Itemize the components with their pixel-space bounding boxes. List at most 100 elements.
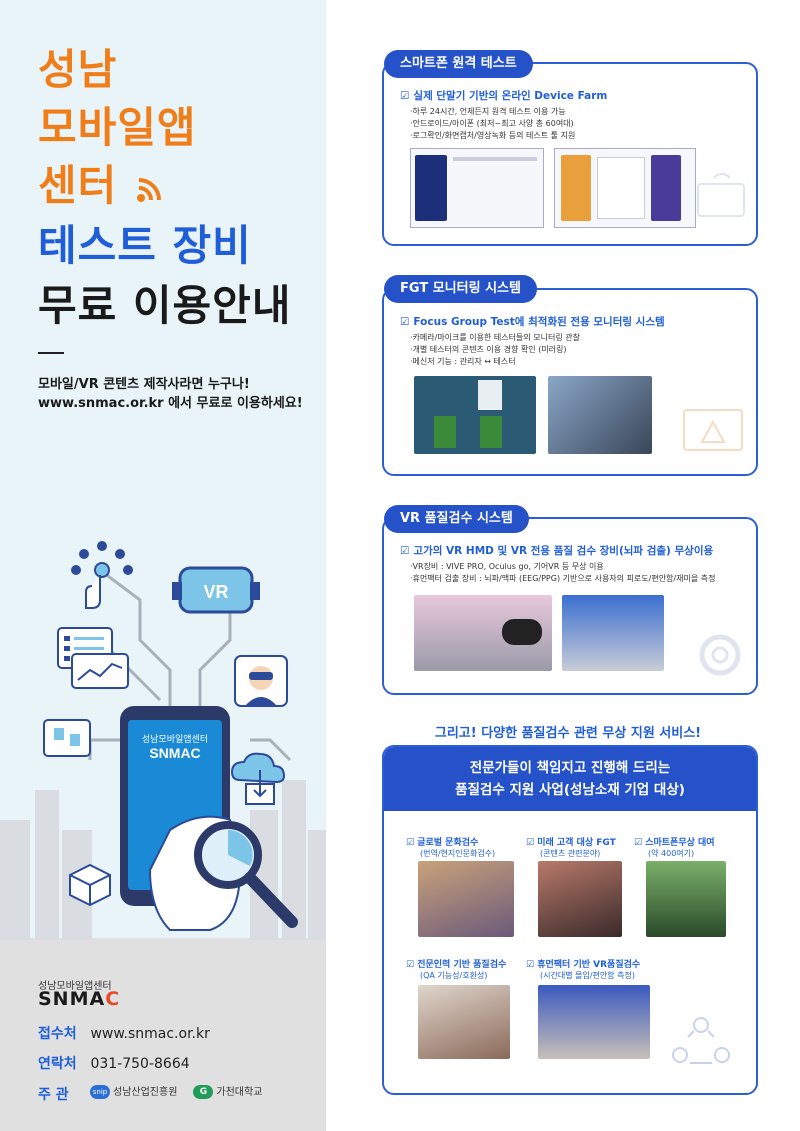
testers-photo xyxy=(548,376,652,454)
mobile-testing-illustration: VR 성남모바일앱센터 SNMAC xyxy=(0,541,326,940)
vr-testing-room-photo xyxy=(562,595,664,671)
service-title-text: 휴먼팩터 기반 VR품질검수 xyxy=(537,960,641,970)
vr-label: VR xyxy=(203,582,228,602)
card-2-pill: FGT 모니터링 시스템 xyxy=(384,275,537,303)
service-photo xyxy=(538,861,622,937)
card-1-heading-text: 실제 단말기 기반의 온라인 Device Farm xyxy=(413,90,608,102)
card-1-bullet: ·안드로이드/아이폰 (최저~최고 사양 총 60여대) xyxy=(410,119,574,128)
card-vr-quality: ☑고가의 VR HMD 및 VR 전용 품질 검수 장비(뇌파 검출) 무상이용… xyxy=(382,517,758,695)
logo-accent-letter: C xyxy=(105,988,121,1010)
checkbox-icon: ☑ xyxy=(400,90,410,102)
service-title-text: 글로벌 문화검수 xyxy=(417,838,479,848)
card-3-heading: ☑고가의 VR HMD 및 VR 전용 품질 검수 장비(뇌파 검출) 무상이용 xyxy=(400,543,713,558)
checkbox-icon: ☑ xyxy=(406,838,418,848)
device-screen-image xyxy=(651,155,681,221)
settings-panel xyxy=(597,157,645,219)
title-line-5: 무료 이용안내 xyxy=(38,281,292,330)
device-screen-image xyxy=(561,155,591,221)
services-header-line-2: 품질검수 지원 사업(성남소재 기업 대상) xyxy=(455,782,685,798)
service-sub: (약 400여기) xyxy=(648,849,695,858)
service-title-text: 스마트폰무상 대여 xyxy=(645,838,715,848)
title-line-1: 성남 xyxy=(38,45,118,94)
service-sub: (번역/현지인문화검수) xyxy=(420,849,496,858)
device-screen-image xyxy=(415,155,447,221)
card-1-pill: 스마트폰 원격 테스트 xyxy=(384,50,533,78)
device-farm-screenshot xyxy=(554,148,696,228)
card-2-bullet: ·메신저 기능 : 관리자 ↔ 테스터 xyxy=(410,357,516,366)
cube-icon xyxy=(69,863,111,907)
phone-number: 031-750-8664 xyxy=(90,1056,190,1072)
people-cycle-outline-icon xyxy=(672,1017,730,1064)
presentation-outline-icon xyxy=(683,409,743,451)
service-item: ☑ 글로벌 문화검수 (번역/현지인문화검수) xyxy=(406,835,495,859)
window-bar xyxy=(453,157,537,161)
snip-logo-icon: snip xyxy=(90,1085,110,1099)
checkbox-icon: ☑ xyxy=(400,545,410,557)
phone-label: 연락처 xyxy=(38,1056,77,1072)
sponsor-gachon-name: 가천대학교 xyxy=(216,1087,263,1098)
service-photo xyxy=(418,861,514,937)
service-sub: (시간대별 몰입/편안함 측정) xyxy=(540,971,635,980)
service-title-text: 미래 고객 대상 FGT xyxy=(537,838,616,848)
game-screen xyxy=(434,416,456,448)
service-item: ☑ 미래 고객 대상 FGT (콘텐츠 관련분야) xyxy=(526,835,616,859)
sync-screen-icon xyxy=(43,719,91,757)
contact-row-reception: 접수처 www.snmac.or.kr xyxy=(38,1023,210,1043)
services-subtitle: 그리고! 다양한 품질검수 관련 무상 지원 서비스! xyxy=(434,726,702,741)
service-title-text: 전문인력 기반 품질검수 xyxy=(417,960,507,970)
footer-panel xyxy=(0,938,326,1131)
game-screen xyxy=(480,416,502,448)
title-line-3: 센터 xyxy=(38,158,167,214)
hand-pointer-icon xyxy=(85,575,101,609)
contact-row-phone: 연락처 031-750-8664 xyxy=(38,1053,190,1073)
service-photo xyxy=(538,985,650,1059)
vr-equipment-photo xyxy=(414,595,552,671)
contact-row-sponsor: 주 관 xyxy=(38,1084,86,1104)
intro-text: 모바일/VR 콘텐츠 제작사라면 누구나! www.snmac.or.kr 에서… xyxy=(38,375,303,413)
wifi-signal-icon xyxy=(136,177,161,202)
service-sub: (QA 기능성/호환성) xyxy=(420,971,488,980)
snmac-logo: SNMAC xyxy=(38,988,121,1010)
service-title: ☑ 스마트폰무상 대여 xyxy=(634,835,715,848)
card-1-bullets: ·하루 24시간, 언제든지 원격 테스트 이용 가능 ·안드로이드/아이폰 (… xyxy=(410,106,575,142)
title-line-3-text: 센터 xyxy=(38,161,118,210)
checkbox-icon: ☑ xyxy=(634,838,646,848)
services-header: 전문가들이 책임지고 진행해 드리는 품질검수 지원 사업(성남소재 기업 대상… xyxy=(384,747,756,811)
service-item: ☑ 전문인력 기반 품질검수 (QA 기능성/호환성) xyxy=(406,957,506,981)
monitoring-screens-photo xyxy=(414,376,536,454)
card-3-bullet: ·휴먼팩터 검출 장비 : 뇌파/맥파 (EEG/PPG) 기반으로 사용자의 … xyxy=(410,574,716,583)
card-3-heading-text: 고가의 VR HMD 및 VR 전용 품질 검수 장비(뇌파 검출) 무상이용 xyxy=(413,545,714,557)
title-line-2: 모바일앱 xyxy=(38,103,197,152)
card-remote-test: ☑실제 단말기 기반의 온라인 Device Farm ·하루 24시간, 언제… xyxy=(382,62,758,246)
phone-big-label: SNMAC xyxy=(149,745,200,761)
analytics-screen-icon xyxy=(71,653,129,689)
magnifier-icon xyxy=(194,821,298,928)
card-2-heading: ☑Focus Group Test에 최적화된 전용 모니터링 시스템 xyxy=(400,314,665,329)
card-3-bullet: ·VR장비 : VIVE PRO, Oculus go, 기어VR 등 무상 이… xyxy=(410,562,604,571)
card-2-bullet: ·개별 테스터의 콘텐츠 이용 경향 확인 (미러링) xyxy=(410,345,567,354)
brand-small: 성남모바일앱센터 xyxy=(38,981,112,992)
vr-hmd-image xyxy=(502,619,542,645)
reception-label: 접수처 xyxy=(38,1026,77,1042)
card-3-bullets: ·VR장비 : VIVE PRO, Oculus go, 기어VR 등 무상 이… xyxy=(410,561,715,585)
card-1-heading: ☑실제 단말기 기반의 온라인 Device Farm xyxy=(400,88,607,103)
phone-small-label: 성남모바일앱센터 xyxy=(142,733,208,745)
gear-outline-icon xyxy=(699,634,741,676)
service-title: ☑ 미래 고객 대상 FGT xyxy=(526,835,616,848)
card-fgt-monitoring: ☑Focus Group Test에 최적화된 전용 모니터링 시스템 ·카메라… xyxy=(382,288,758,476)
reception-link[interactable]: www.snmac.or.kr xyxy=(90,1026,210,1042)
title-divider xyxy=(38,352,64,354)
card-2-bullets: ·카메라/마이크를 이용한 테스터들의 모니터링 관찰 ·개별 테스터의 콘텐츠… xyxy=(410,332,580,368)
service-sub: (콘텐츠 관련분야) xyxy=(540,849,601,858)
checkbox-icon: ☑ xyxy=(526,960,538,970)
service-photo xyxy=(646,861,726,937)
gachon-logo-icon: G xyxy=(193,1085,214,1099)
service-title: ☑ 전문인력 기반 품질검수 xyxy=(406,957,506,970)
checkbox-icon: ☑ xyxy=(526,838,538,848)
card-3-pill: VR 품질검수 시스템 xyxy=(384,505,529,533)
sponsor-snip-name: 성남산업진흥원 xyxy=(113,1087,178,1098)
app-screen xyxy=(478,380,502,410)
service-photo xyxy=(418,985,510,1059)
